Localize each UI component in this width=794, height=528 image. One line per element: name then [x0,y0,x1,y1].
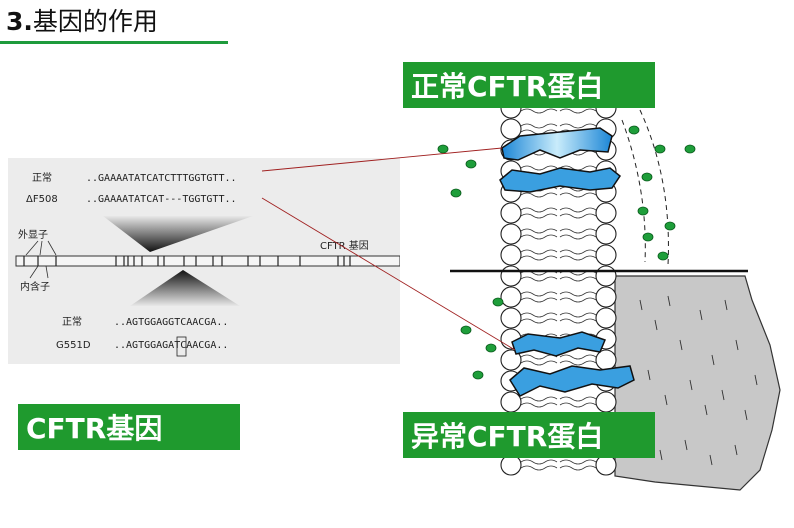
lipid-tail [520,108,558,114]
lipid-tail [559,297,597,303]
lipid-tail [559,234,597,240]
lipid-tail [559,312,597,318]
lipid-head [595,244,617,266]
lipid-tail [559,192,597,198]
exon-marks [23,256,351,266]
sequence-normal-top: ..GAAAATATCATCTTTGGTGTT.. [86,173,237,184]
lipid-tail [559,465,597,471]
lipid-tail [520,207,558,213]
lipid-tail [559,354,597,360]
lipid-head [595,307,617,329]
lipid-tail [559,213,597,219]
zoom-triangle-bottom [130,270,240,306]
lipid-head [500,391,522,413]
mutation-box [176,336,187,357]
lipid-head [500,454,522,476]
lipid-head [595,265,617,287]
row-label-g551d: G551D [56,340,91,351]
lipid-tail [520,213,558,219]
lipid-tail [520,291,558,297]
lipid-tail [520,165,558,171]
row-label-df508: ΔF508 [26,194,58,205]
lipid-tail [559,459,597,465]
gene-label: CFTR 基因 [320,239,369,252]
lipid-tail [520,255,558,261]
lipid-tail [520,360,558,366]
lipid-head [595,391,617,413]
lipid-tail [559,123,597,129]
lipid-tail [520,318,558,324]
normal-protein-label: 正常CFTR蛋白 [403,62,655,108]
lipid-head [500,286,522,308]
slide-title: 3.基因的作用 [6,2,158,38]
gene-figure: 正常 ..GAAAATATCATCTTTGGTGTT.. ΔF508 ..GAA… [15,171,401,357]
lipid-head [500,349,522,371]
lipid-head [500,223,522,245]
sequence-normal-bottom: ..AGTGGAGGTCAACGA.. [114,317,228,328]
dashed-boundary-outer [639,109,669,266]
lipid-tail [559,276,597,282]
lipid-tail [520,465,558,471]
dashed-boundary-inner [621,119,646,263]
gene-figure-panel: 正常 ..GAAAATATCATCTTTGGTGTT.. ΔF508 ..GAA… [8,158,401,364]
lipid-tail [520,249,558,255]
title-number: 3. [6,7,33,36]
lipid-tail [559,108,597,114]
lipid-tail [520,396,558,402]
row-label-normal-top: 正常 [32,171,52,184]
lipid-head [500,118,522,140]
lipid-head [595,223,617,245]
lipid-head [595,202,617,224]
lipid-tail [520,192,558,198]
ion-molecules [437,125,696,380]
lipid-tail [520,312,558,318]
lipid-head [595,286,617,308]
lipid-tail [520,123,558,129]
connector-line-abnormal [261,197,516,351]
zoom-triangle-top [103,216,253,252]
lipid-tail [520,354,558,360]
cell-region [614,275,781,491]
title-text: 基因的作用 [32,7,158,36]
lipid-tail [559,318,597,324]
row-label-normal-bottom: 正常 [62,315,82,328]
lipid-tail [520,234,558,240]
sequence-g551d: ..AGTGGAGATCAACGA.. [114,340,228,351]
lipid-head [500,265,522,287]
cftr-gene-label: CFTR基因 [18,404,240,450]
lipid-tail [559,360,597,366]
lipid-tail [559,228,597,234]
lipid-tail [559,396,597,402]
title-underline [0,41,228,44]
lipid-head [595,349,617,371]
connector-line-normal [261,147,503,172]
lipid-tail [559,402,597,408]
intron-label: 内含子 [20,280,50,293]
abnormal-protein-label: 异常CFTR蛋白 [403,412,655,458]
sequence-df508: ..GAAAATATCAT---TGGTGTT.. [86,194,237,205]
lipid-tail [559,249,597,255]
lipid-head [500,307,522,329]
lipid-tail [520,459,558,465]
normal-cftr-protein [499,127,622,193]
lipid-tail [559,291,597,297]
lipid-head [500,202,522,224]
lipid-tail [520,297,558,303]
lipid-head [595,454,617,476]
lipid-tail [559,255,597,261]
abnormal-cftr-protein [509,331,635,397]
exon-label: 外显子 [18,229,48,241]
lipid-tail [520,228,558,234]
lipid-tail [520,402,558,408]
lipid-tail [520,276,558,282]
lipid-tail [559,207,597,213]
lipid-head [500,244,522,266]
